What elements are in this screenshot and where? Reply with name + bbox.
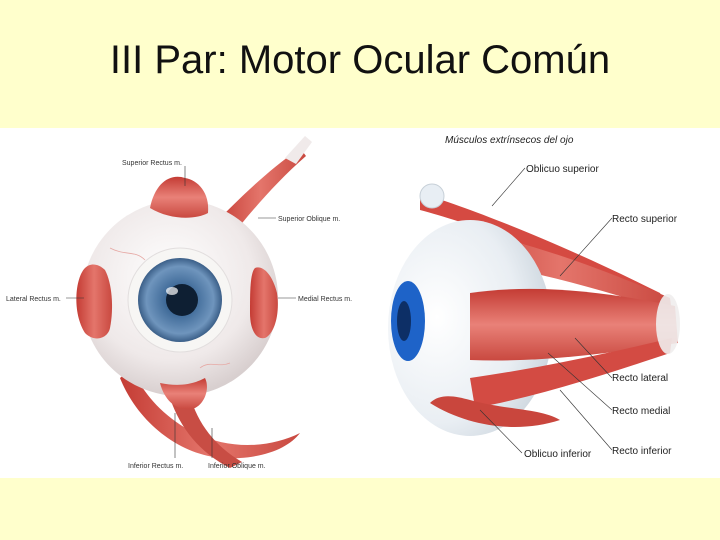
label-recto-medial: Recto medial [612, 406, 670, 417]
label-oblicuo-superior: Oblicuo superior [526, 164, 599, 175]
label-inferior-oblique: Inferior Oblique m. [208, 463, 266, 470]
label-recto-superior: Recto superior [612, 214, 678, 225]
lateral-rectus-muscle [76, 264, 112, 338]
annulus-of-zinn [656, 294, 680, 354]
label-oblicuo-inferior: Oblicuo inferior [524, 449, 592, 460]
label-recto-lateral: Recto lateral [612, 373, 668, 384]
label-superior-oblique: Superior Oblique m. [278, 216, 340, 223]
label-lateral-rectus: Lateral Rectus m. [6, 296, 61, 303]
label-superior-rectus: Superior Rectus m. [122, 160, 182, 167]
superior-rectus-muscle [150, 177, 208, 218]
eye-muscles-figure: Superior Rectus m. Superior Oblique m. L… [0, 128, 720, 478]
label-recto-inferior: Recto inferior [612, 446, 672, 457]
left-pupil-highlight [166, 287, 178, 295]
label-inferior-rectus: Inferior Rectus m. [128, 463, 183, 470]
slide-title: III Par: Motor Ocular Común [0, 38, 720, 83]
trochlea [420, 184, 444, 208]
label-medial-rectus: Medial Rectus m. [298, 296, 352, 303]
eye-muscles-illustration: Superior Rectus m. Superior Oblique m. L… [0, 128, 720, 478]
trochlea-tendon [285, 136, 312, 164]
left-eye-illustration [76, 136, 312, 468]
right-pupil [397, 301, 411, 341]
right-diagram-heading: Músculos extrínsecos del ojo [445, 135, 574, 146]
